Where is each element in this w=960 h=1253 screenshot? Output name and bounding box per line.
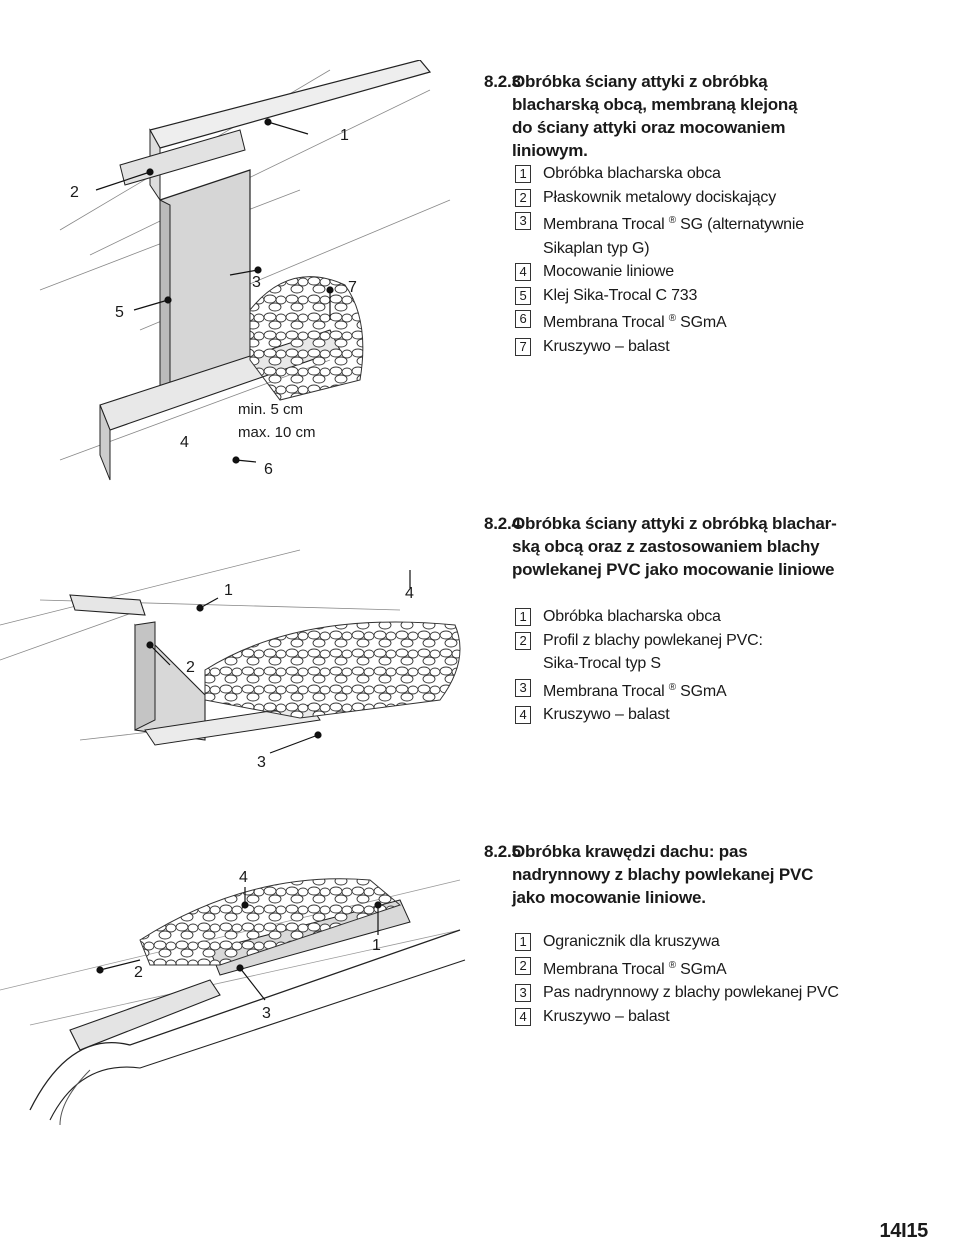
legend-item: 4 Kruszywo – balast <box>515 1005 935 1029</box>
callout-7: 7 <box>348 279 357 296</box>
section-heading-line-2: ską obcą oraz z zastosowaniem blachy <box>512 537 820 556</box>
legend-item: 3 Membrana Trocal ® SGmA <box>515 676 935 704</box>
registered-mark: ® <box>668 681 676 693</box>
legend-text: Kruszywo – balast <box>543 706 670 723</box>
legend-text: Membrana Trocal <box>543 216 665 233</box>
section-number: 8.2.3 <box>484 72 521 91</box>
legend-text: Pas nadrynnowy z blachy powlekanej PVC <box>543 984 839 1001</box>
legend-item: 4 Mocowanie liniowe <box>515 260 935 284</box>
callout-4: 4 <box>239 869 248 886</box>
dimension-max: max. 10 cm <box>238 424 316 441</box>
legend-item: 4 Kruszywo – balast <box>515 703 935 727</box>
section-number: 8.2.5 <box>484 842 521 861</box>
legend-item: 7 Kruszywo – balast <box>515 335 935 359</box>
callout-4: 4 <box>180 434 189 451</box>
callout-2: 2 <box>186 659 195 676</box>
legend-item: 1 Obróbka blacharska obca <box>515 605 935 629</box>
section-title-825: 8.2.5 Obróbka krawędzi dachu: pas nadryn… <box>484 840 944 909</box>
callout-5: 5 <box>115 304 124 321</box>
section-number: 8.2.4 <box>484 514 521 533</box>
legend-823: 1 Obróbka blacharska obca 2 Płaskownik met… <box>515 162 935 358</box>
legend-number: 2 <box>515 956 531 975</box>
legend-item: 2 Membrana Trocal ® SGmA <box>515 954 935 982</box>
legend-text: Membrana Trocal <box>543 314 665 331</box>
callout-1: 1 <box>372 937 381 954</box>
legend-continuation: Sika-Trocal typ S <box>543 655 661 672</box>
drawing-roof-edge-gutter: 4 2 1 3 <box>0 869 466 1126</box>
legend-number: 1 <box>515 933 531 951</box>
legend-number: 2 <box>515 631 531 650</box>
registered-mark: ® <box>668 313 676 324</box>
legend-item: 2 Płaskownik metalowy dociskający <box>515 186 935 210</box>
legend-number: 4 <box>515 706 531 724</box>
legend-item: 3 Membrana Trocal ® SG (alternatywnie <box>515 209 935 237</box>
legend-text-after: SGmA <box>680 960 727 978</box>
legend-item: 3 Pas nadrynnowy z blachy powlekanej PVC <box>515 981 935 1005</box>
legend-number: 3 <box>515 678 531 697</box>
legend-text-after: SGmA <box>680 682 727 700</box>
callout-4: 4 <box>405 585 414 602</box>
callout-3: 3 <box>252 274 261 291</box>
legend-number: 1 <box>515 608 531 626</box>
legend-item: 5 Klej Sika-Trocal C 733 <box>515 284 935 308</box>
callout-3: 3 <box>257 754 266 771</box>
legend-text: Membrana Trocal <box>543 960 665 978</box>
section-heading-line-1: Obróbka ściany attyki z obróbką blachar- <box>512 514 837 533</box>
legend-text: Klej Sika-Trocal C 733 <box>543 286 698 304</box>
legend-text: Ogranicznik dla kruszywa <box>543 933 720 950</box>
callout-1: 1 <box>340 127 349 144</box>
legend-number: 3 <box>515 212 531 230</box>
dimension-min: min. 5 cm <box>238 401 303 418</box>
legend-item: 1 Obróbka blacharska obca <box>515 162 935 186</box>
callout-1: 1 <box>224 582 233 599</box>
legend-text: Kruszywo – balast <box>543 337 670 355</box>
callout-2: 2 <box>70 184 79 201</box>
legend-text: Obróbka blacharska obca <box>543 608 721 625</box>
legend-continuation: Sikaplan typ G) <box>543 239 650 257</box>
legend-number: 1 <box>515 165 531 183</box>
legend-item: 1 Ogranicznik dla kruszywa <box>515 930 935 954</box>
callout-6: 6 <box>264 461 273 478</box>
legend-824: 1 Obróbka blacharska obca 2 Profil z blach… <box>515 605 935 727</box>
legend-text: Płaskownik metalowy dociskający <box>543 188 777 206</box>
page-number: 14I15 <box>879 1220 928 1242</box>
section-title-823: 8.2.3 Obróbka ściany attyki z obróbką bl… <box>484 70 944 162</box>
legend-item: 6 Membrana Trocal ® SGmA <box>515 307 935 335</box>
section-heading: Obróbka krawędzi dachu: pas nadrynnowy z… <box>512 842 814 907</box>
legend-number: 2 <box>515 188 531 207</box>
legend-number: 4 <box>515 1007 531 1026</box>
legend-number: 6 <box>515 310 531 328</box>
section-heading: Obróbka ściany attyki z obróbką blachars… <box>512 72 798 160</box>
section-title-824: 8.2.4 Obróbka ściany attyki z obróbką bl… <box>484 512 944 581</box>
legend-item: 2 Profil z blachy powlekanej PVC: <box>515 629 935 653</box>
legend-text: Membrana Trocal <box>543 682 665 700</box>
legend-number: 5 <box>515 286 531 305</box>
legend-number: 4 <box>515 263 531 281</box>
callout-3: 3 <box>262 1005 271 1022</box>
legend-text: Obróbka blacharska obca <box>543 165 721 182</box>
registered-mark: ® <box>668 959 676 971</box>
callout-2: 2 <box>134 964 143 981</box>
section-heading-line-3: powlekanej PVC jako mocowanie liniowe <box>512 560 835 579</box>
legend-number: 7 <box>515 337 531 356</box>
legend-825: 1 Ogranicznik dla kruszywa 2 Membrana Troc… <box>515 930 935 1028</box>
registered-mark: ® <box>668 215 676 226</box>
legend-number: 3 <box>515 984 531 1002</box>
drawing-attic-wall-flashing: 1 2 3 4 5 6 7 min. 5 cm max. 10 cm <box>39 60 451 481</box>
legend-text-after: SG (alternatywnie <box>680 216 804 233</box>
legend-text-after: SGmA <box>680 314 727 331</box>
legend-text: Profil z blachy powlekanej PVC: <box>543 631 763 649</box>
legend-text: Mocowanie liniowe <box>543 263 674 280</box>
legend-text: Kruszywo – balast <box>543 1007 670 1025</box>
drawing-attic-wall-pvc-profile: 1 2 3 4 <box>0 549 461 771</box>
